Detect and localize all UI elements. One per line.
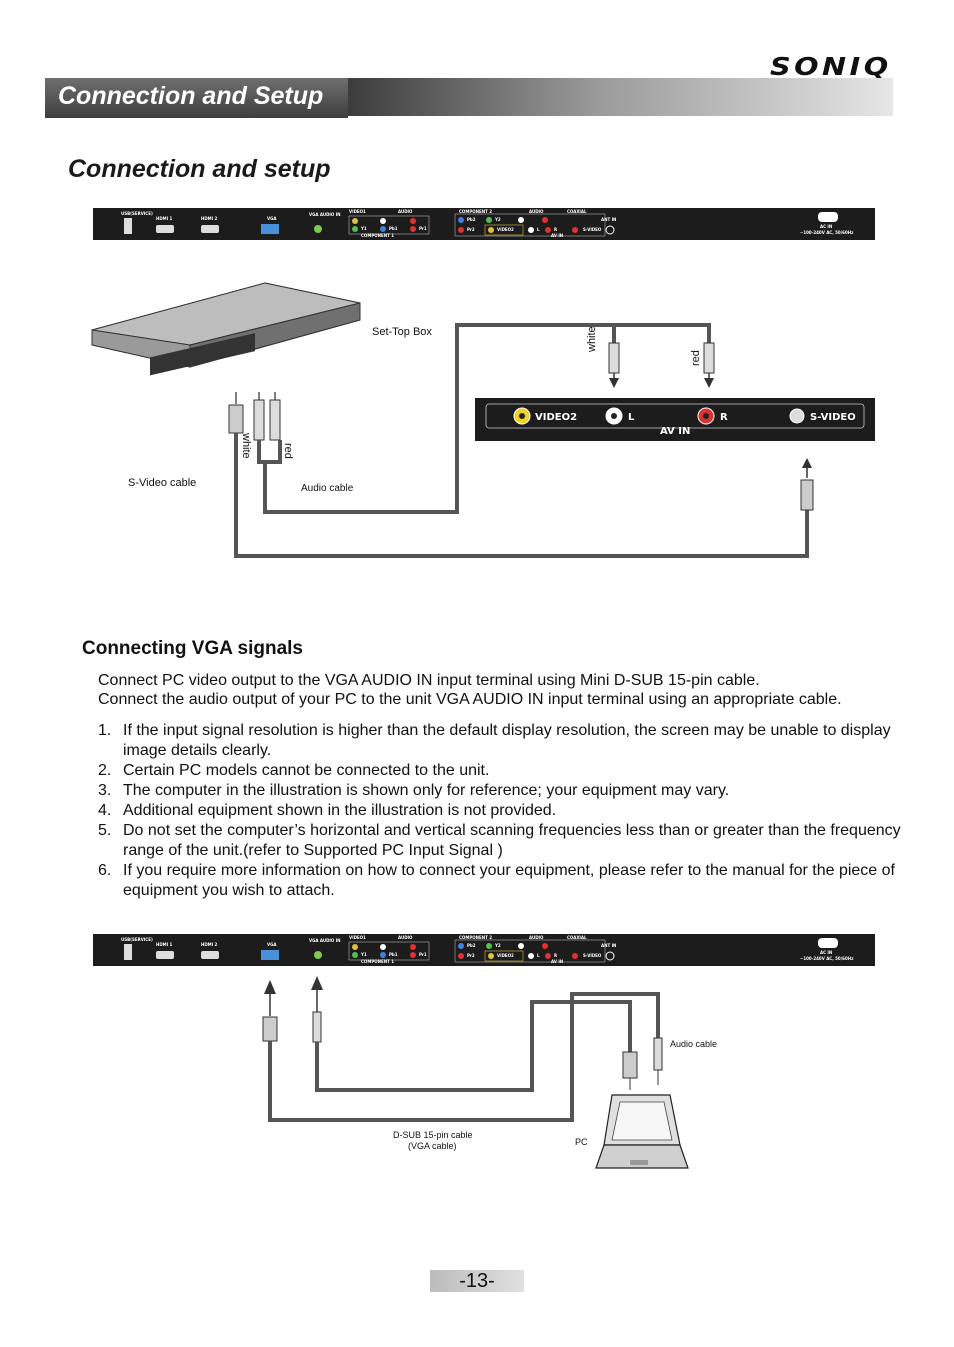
- note-text: If the input signal resolution is higher…: [123, 722, 891, 759]
- panel-video1-label: VIDEO1: [349, 935, 366, 940]
- vga-section-title: Connecting VGA signals: [82, 638, 303, 659]
- panel-audio1-label: AUDIO: [398, 209, 413, 214]
- note-text: Certain PC models cannot be connected to…: [123, 762, 490, 779]
- laptop-icon: [595, 1094, 689, 1169]
- panel-audio2-label: AUDIO: [529, 209, 544, 214]
- panel-l: L: [537, 227, 540, 232]
- set-top-box-label: Set-Top Box: [372, 326, 432, 338]
- audio-cable-label: Audio cable: [301, 483, 354, 494]
- panel-y1: Y1: [360, 226, 367, 231]
- av-in-panel: [475, 398, 875, 441]
- panel-pr2: Pr2: [467, 953, 475, 958]
- panel-acin-label: AC IN: [820, 224, 832, 229]
- panel-pb2: Pb2: [467, 943, 476, 948]
- section-title: Connection and setup: [68, 155, 331, 183]
- panel-hdmi2-label: HDMI 2: [201, 216, 218, 221]
- red-label-top: red: [690, 350, 702, 366]
- panel-voltage-label: ~100-240V AC, 50/60Hz: [800, 230, 854, 235]
- av-l-label: L: [628, 412, 635, 423]
- panel-hdmi2-label: HDMI 2: [201, 942, 218, 947]
- note-number: 4.: [98, 802, 112, 819]
- panel-acin-label: AC IN: [820, 950, 832, 955]
- panel-video1-label: VIDEO1: [349, 209, 366, 214]
- panel-pr1: Pr1: [419, 226, 427, 231]
- panel-vga-label: VGA: [267, 216, 277, 221]
- rear-panel-top: USB(SERVICE) HDMI 1 HDMI 2 VGA VGA AUDIO…: [93, 208, 875, 240]
- vga-cable-label: (VGA cable): [408, 1141, 457, 1151]
- panel-voltage-label: ~100-240V AC, 50/60Hz: [800, 956, 854, 961]
- vga-connection-diagram: [262, 976, 689, 1169]
- panel-hdmi1-label: HDMI 1: [156, 942, 173, 947]
- note-number: 1.: [98, 722, 112, 739]
- set-top-box-icon: [91, 282, 361, 376]
- white-label-top: white: [586, 326, 598, 352]
- av-in-label: AV IN: [660, 426, 690, 437]
- av-video2-label: VIDEO2: [535, 412, 577, 423]
- panel-component1-label: COMPONENT 1: [361, 233, 394, 238]
- red-label-bottom: red: [282, 443, 294, 459]
- panel-pr1: Pr1: [419, 952, 427, 957]
- brand-logo: SONIQ: [770, 52, 892, 81]
- panel-audio2-label: AUDIO: [529, 935, 544, 940]
- panel-audio1-label: AUDIO: [398, 935, 413, 940]
- note-number: 6.: [98, 862, 112, 879]
- vga-intro-1: Connect PC video output to the VGA AUDIO…: [98, 672, 760, 689]
- note-number: 3.: [98, 782, 112, 799]
- panel-antin-label: ANT IN: [601, 217, 616, 222]
- panel-r: R: [554, 227, 557, 232]
- panel-vga-label: VGA: [267, 942, 277, 947]
- panel-svideo: S-VIDEO: [583, 227, 602, 232]
- page-number: -13-: [430, 1270, 524, 1292]
- note-text: Additional equipment shown in the illust…: [123, 802, 557, 819]
- header-tab: [45, 78, 348, 118]
- panel-usb-label: USB(SERVICE): [121, 937, 153, 942]
- panel-svideo: S-VIDEO: [583, 953, 602, 958]
- white-label-bottom: white: [240, 433, 252, 459]
- panel-avin: AV IN: [551, 959, 563, 964]
- panel-pb2: Pb2: [467, 217, 476, 222]
- panel-coaxial-label: COAXIAL: [567, 209, 587, 214]
- av-svideo-label: S-VIDEO: [810, 412, 856, 423]
- note-text: Do not set the computer’s horizontal and…: [123, 822, 901, 859]
- note-number: 2.: [98, 762, 112, 779]
- panel-antin-label: ANT IN: [601, 943, 616, 948]
- note-text: The computer in the illustration is show…: [123, 782, 730, 799]
- panel-y2: Y2: [494, 217, 501, 222]
- panel-component1-label: COMPONENT 1: [361, 959, 394, 964]
- vga-intro-2: Connect the audio output of your PC to t…: [98, 691, 842, 708]
- av-r-label: R: [720, 412, 728, 423]
- panel-video2: VIDEO2: [497, 953, 514, 958]
- panel-pr2: Pr2: [467, 227, 475, 232]
- pc-label: PC: [575, 1137, 588, 1147]
- note-text: If you require more information on how t…: [123, 862, 895, 899]
- panel-component2-label: COMPONENT 2: [459, 935, 492, 940]
- banner-title: Connection and Setup: [58, 82, 324, 110]
- svideo-cable-label: S-Video cable: [128, 477, 197, 489]
- panel-vga-audio-label: VGA AUDIO IN: [309, 212, 341, 217]
- panel-vga-audio-label: VGA AUDIO IN: [309, 938, 341, 943]
- panel-avin: AV IN: [551, 233, 563, 238]
- rear-panel-bottom: USB(SERVICE) HDMI 1 HDMI 2 VGA VGA AUDIO…: [93, 934, 875, 966]
- panel-r: R: [554, 953, 557, 958]
- dsub-cable-label: D-SUB 15-pin cable: [393, 1130, 473, 1140]
- panel-y2: Y2: [494, 943, 501, 948]
- panel-component2-label: COMPONENT 2: [459, 209, 492, 214]
- panel-pb1: Pb1: [389, 952, 398, 957]
- vga-audio-cable-label: Audio cable: [670, 1039, 718, 1049]
- panel-l: L: [537, 953, 540, 958]
- panel-coaxial-label: COAXIAL: [567, 935, 587, 940]
- panel-video2: VIDEO2: [497, 227, 514, 232]
- panel-hdmi1-label: HDMI 1: [156, 216, 173, 221]
- panel-pb1: Pb1: [389, 226, 398, 231]
- note-number: 5.: [98, 822, 112, 839]
- panel-usb-label: USB(SERVICE): [121, 211, 153, 216]
- svideo-audio-diagram: VIDEO2 L R S-VIDEO AV IN: [91, 282, 875, 558]
- panel-y1: Y1: [360, 952, 367, 957]
